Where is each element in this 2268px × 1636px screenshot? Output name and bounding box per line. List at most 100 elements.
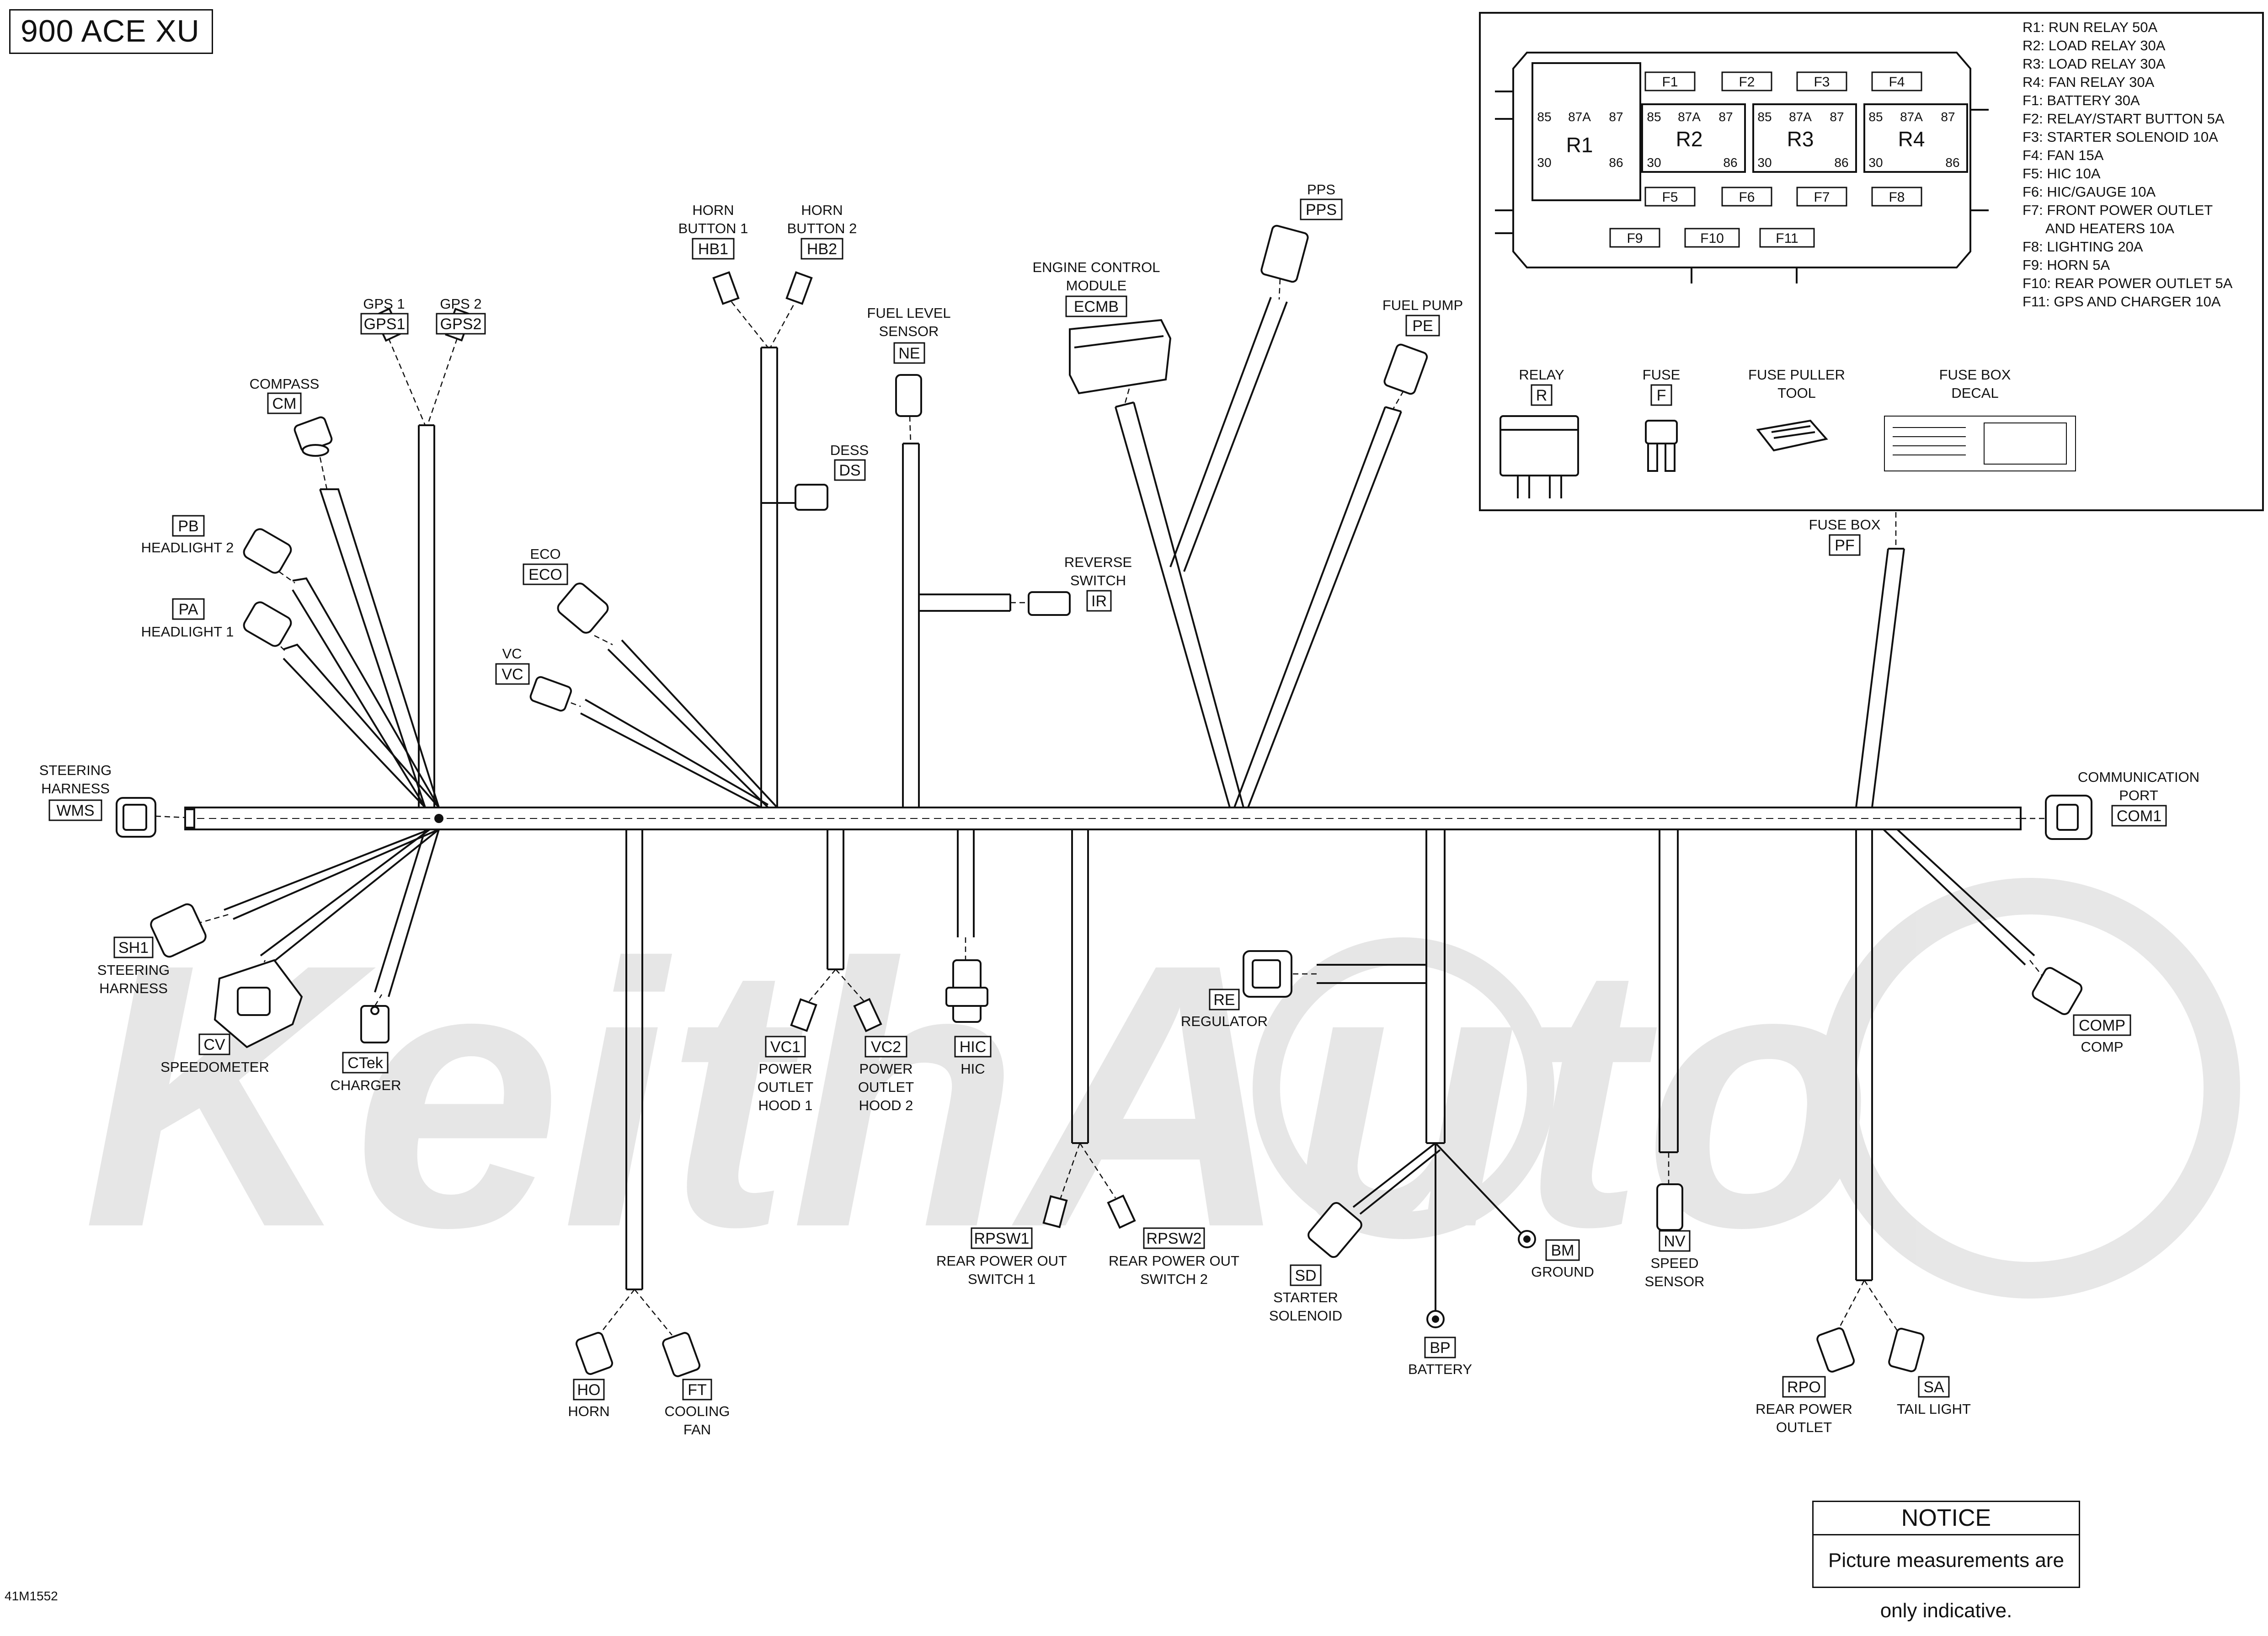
- comm-port-connector: [2045, 795, 2092, 840]
- svg-text:R1: R1: [1566, 133, 1593, 157]
- wms-code: WMS: [56, 802, 94, 819]
- cooling-fan-name-line1: COOLING: [665, 1403, 730, 1419]
- comp-name: COMP: [2081, 1039, 2124, 1055]
- svg-text:R3: R3: [1787, 127, 1814, 151]
- gps2-name: GPS 2: [440, 296, 481, 312]
- svg-text:87A: 87A: [1678, 110, 1701, 124]
- headlight2-name: HEADLIGHT 2: [141, 540, 234, 556]
- fuse-slot-f2: F2: [1739, 75, 1755, 90]
- gps1-code: GPS1: [364, 315, 406, 333]
- svg-text:86: 86: [1723, 155, 1737, 170]
- comp-connector: [2032, 967, 2083, 1016]
- tail-light-code: SA: [1923, 1379, 1944, 1396]
- notice-text: Picture measurements are only indicative…: [1828, 1549, 2064, 1622]
- reverse-switch-name-line2: SWITCH: [1070, 572, 1126, 588]
- fuel-pump-name: FUEL PUMP: [1382, 297, 1463, 313]
- vc-name: VC: [502, 646, 522, 662]
- rear-power-outlet-connector: [1816, 1327, 1855, 1373]
- eco-code: ECO: [528, 566, 562, 583]
- hb2-connector: [785, 271, 813, 305]
- starter-solenoid-name-line2: SOLENOID: [1269, 1308, 1342, 1324]
- rear-power-outlet-code: RPO: [1787, 1379, 1821, 1396]
- fuel-pump-code: PE: [1412, 317, 1433, 335]
- legend-line: R2: LOAD RELAY 30A: [2023, 37, 2166, 53]
- battery-name: BATTERY: [1408, 1361, 1472, 1377]
- rpsw2-name-line1: REAR POWER OUT: [1109, 1253, 1239, 1269]
- svg-text:87: 87: [1718, 110, 1733, 124]
- vc1-name-line2: OUTLET: [758, 1079, 813, 1095]
- main-harness: [184, 807, 2022, 830]
- tail-light-connector: [1888, 1327, 1925, 1373]
- legend-line: F5: HIC 10A: [2023, 166, 2101, 182]
- fuse-slot-f8: F8: [1889, 190, 1905, 205]
- legend-line: F1: BATTERY 30A: [2023, 92, 2140, 108]
- svg-text:86: 86: [1834, 155, 1848, 170]
- vc2-connector: [853, 998, 882, 1032]
- horn-connector: [575, 1331, 614, 1375]
- headlight2-code: PB: [178, 518, 198, 535]
- svg-text:87: 87: [1941, 110, 1955, 124]
- fuse-slot-f11: F11: [1776, 231, 1798, 246]
- ground-name: GROUND: [1531, 1264, 1594, 1280]
- ecm-name-line1: ENGINE CONTROL: [1032, 259, 1160, 275]
- hb2-code: HB2: [807, 241, 837, 258]
- hb1-code: HB1: [698, 241, 728, 258]
- fuse-box-drawing: [1495, 52, 1989, 283]
- fuse-box-name: FUSE BOX: [1809, 517, 1881, 533]
- legend-line: R1: RUN RELAY 50A: [2023, 19, 2158, 35]
- fuse-slot-f5: F5: [1662, 190, 1678, 205]
- fuse-puller-icon: [1756, 419, 1828, 452]
- legend-line: F7: FRONT POWER OUTLET: [2023, 202, 2213, 218]
- legend-line: R4: FAN RELAY 30A: [2023, 74, 2155, 90]
- svg-text:30: 30: [1647, 155, 1661, 170]
- rear-power-outlet-name-line2: OUTLET: [1776, 1419, 1832, 1435]
- rpsw1-name-line1: REAR POWER OUT: [936, 1253, 1067, 1269]
- cooling-fan-name-line2: FAN: [683, 1422, 711, 1438]
- legend-line: F4: FAN 15A: [2023, 147, 2104, 163]
- rpsw1-connector: [1042, 1195, 1068, 1229]
- fuse-slot-f4: F4: [1889, 75, 1905, 90]
- legend-line: F3: STARTER SOLENOID 10A: [2023, 129, 2218, 145]
- hic-name: HIC: [961, 1061, 985, 1077]
- dess-code: DS: [839, 462, 860, 479]
- rear-power-outlet-name-line1: REAR POWER: [1756, 1401, 1852, 1417]
- hic-code: HIC: [960, 1038, 987, 1056]
- eco-connector: [557, 583, 609, 634]
- wms-name-line2: HARNESS: [41, 781, 110, 797]
- speedometer-connector: [213, 959, 303, 1048]
- eco-name: ECO: [530, 546, 560, 562]
- fuel-level-code: NE: [898, 345, 920, 362]
- ground-code: BM: [1551, 1242, 1574, 1259]
- reverse-switch-connector: [1028, 591, 1071, 616]
- fuse-box-decal-icon: [1884, 416, 2076, 471]
- speed-sensor-name-line2: SENSOR: [1645, 1273, 1705, 1289]
- compass-code: CM: [272, 395, 297, 412]
- svg-text:R2: R2: [1676, 127, 1703, 151]
- cooling-fan-connector: [662, 1332, 701, 1377]
- vc-code: VC: [502, 666, 523, 683]
- svg-text:R4: R4: [1898, 127, 1925, 151]
- legend-line: F9: HORN 5A: [2023, 257, 2110, 273]
- svg-text:85: 85: [1868, 110, 1883, 124]
- pps-connector: [1260, 225, 1309, 283]
- rpsw1-name-line2: SWITCH 1: [968, 1271, 1035, 1287]
- part-decal-line2: DECAL: [1951, 385, 1998, 401]
- gps1-name: GPS 1: [363, 296, 405, 312]
- part-fuse-name: FUSE: [1643, 367, 1681, 383]
- starter-solenoid-code: SD: [1295, 1267, 1316, 1284]
- fuse-legend: R1: RUN RELAY 50A R2: LOAD RELAY 30A R3:…: [2023, 19, 2233, 310]
- headlight1-connector: [243, 601, 292, 647]
- speedometer-name: SPEEDOMETER: [160, 1059, 269, 1075]
- svg-text:87: 87: [1830, 110, 1844, 124]
- fuel-pump-connector: [1383, 343, 1428, 395]
- headlight1-code: PA: [179, 601, 198, 618]
- vc1-name-line1: POWER: [758, 1061, 812, 1077]
- relay-r3: 85 87A 87 R3 30 86: [1757, 110, 1848, 170]
- sh1-connector: [150, 903, 207, 958]
- battery-code: BP: [1430, 1339, 1450, 1357]
- fuse-slot-f6: F6: [1739, 190, 1755, 205]
- svg-text:86: 86: [1609, 155, 1623, 170]
- charger-connector: [360, 1005, 390, 1043]
- svg-text:85: 85: [1537, 110, 1551, 124]
- part-fuse-puller-line1: FUSE PULLER: [1748, 367, 1845, 383]
